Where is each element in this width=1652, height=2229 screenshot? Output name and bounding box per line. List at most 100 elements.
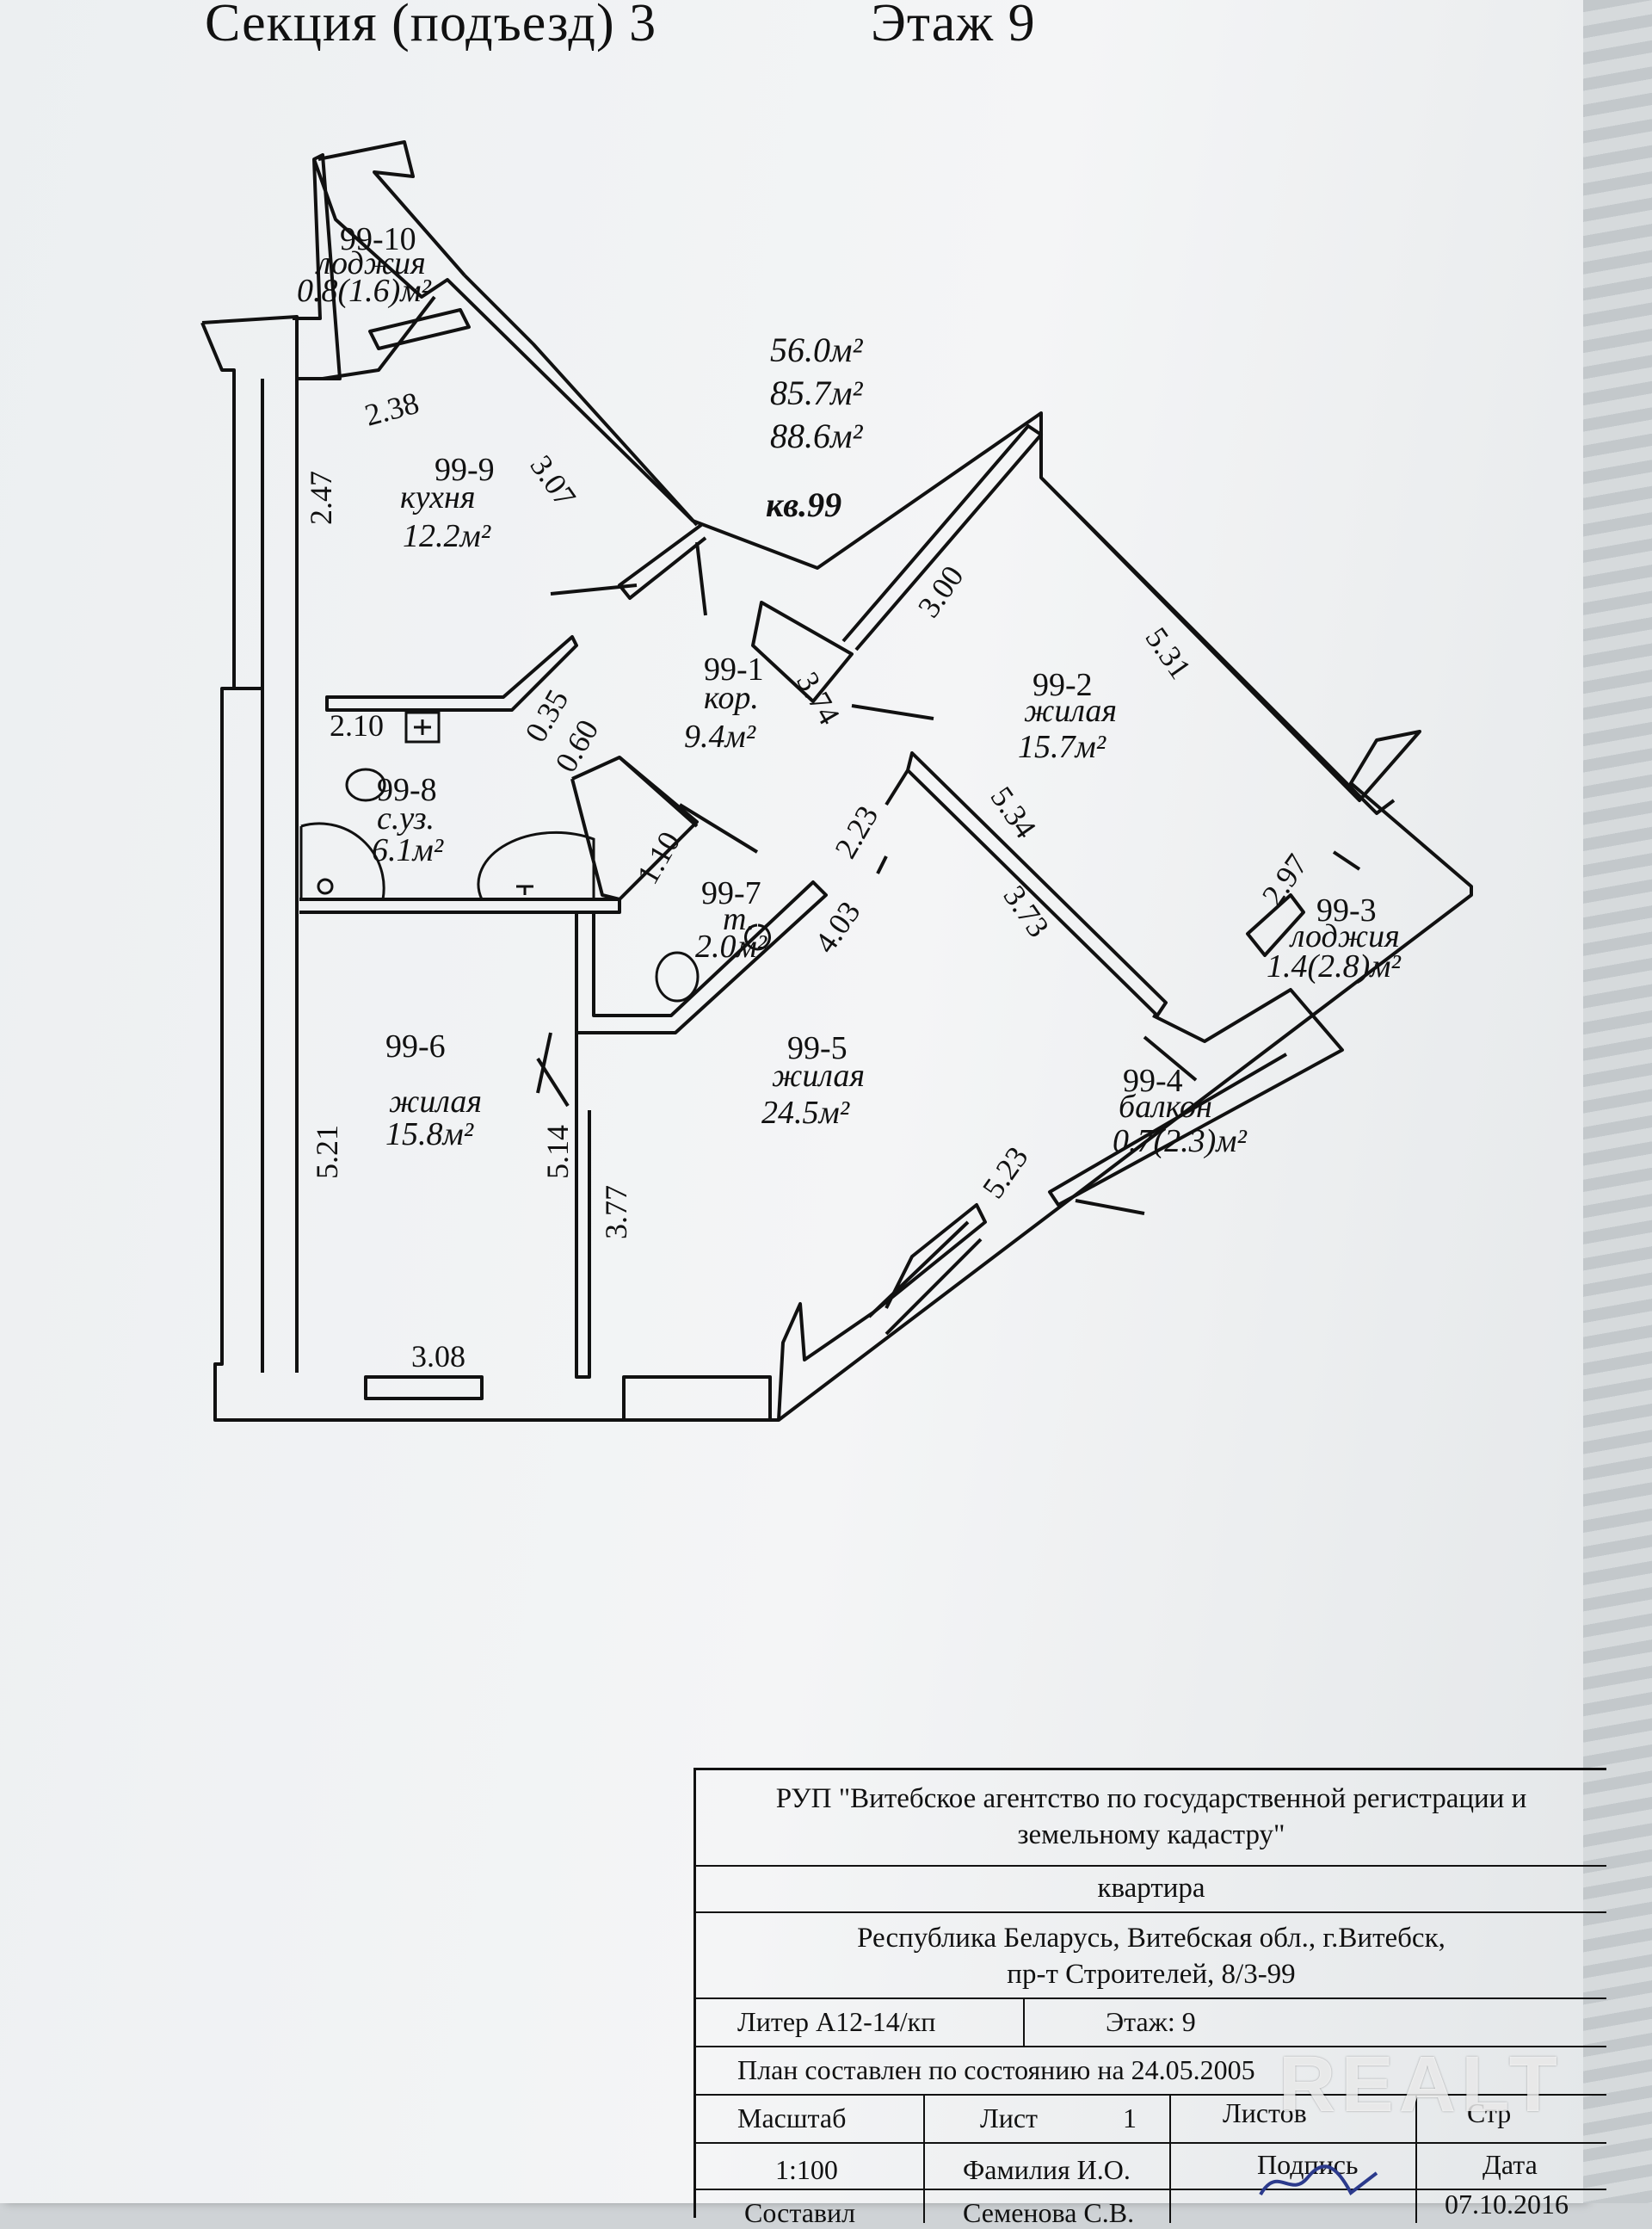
room-4-id: 99-4 bbox=[1123, 1063, 1183, 1099]
floor-plan: 56.0м² 85.7м² 88.6м² кв.99 99-10 лоджия … bbox=[200, 140, 1473, 1422]
address-line-2: пр-т Строителей, 8/3-99 bbox=[1007, 1959, 1296, 1990]
closet-wall bbox=[570, 756, 699, 901]
room6-door bbox=[536, 1057, 570, 1108]
room-3-name: лоджия bbox=[1289, 918, 1400, 954]
room-8-id: 99-8 bbox=[377, 772, 437, 808]
room-1-area: 9.4м² bbox=[684, 719, 756, 755]
dim-2-97: 2.97 bbox=[1255, 848, 1315, 912]
org-row: РУП "Витебское агентство по государствен… bbox=[696, 1770, 1606, 1867]
room-8-name: с.уз. bbox=[377, 800, 435, 837]
page-label: Стр bbox=[1467, 2097, 1512, 2128]
room-7-area: 2.0м² bbox=[695, 929, 767, 965]
header-section-label: Секция (подъезд) 3 bbox=[205, 0, 657, 52]
loggia-3 bbox=[1143, 850, 1361, 1082]
room-3-id: 99-3 bbox=[1316, 892, 1377, 929]
signature-row: 1:100 Фамилия И.О. Подпись Дата bbox=[696, 2142, 1606, 2190]
org-line-1: РУП "Витебское агентство по государствен… bbox=[775, 1783, 1527, 1814]
dim-5-14: 5.14 bbox=[540, 1125, 575, 1179]
kitchen-door bbox=[550, 523, 707, 616]
drain-icon bbox=[317, 878, 334, 895]
room2-wall bbox=[751, 424, 1043, 720]
area-with-summer: 88.6м² bbox=[770, 417, 864, 455]
sheet-row: Масштаб Лист 1 Листов Стр bbox=[696, 2094, 1606, 2144]
dim-3-00: 3.00 bbox=[911, 559, 971, 624]
address-line-1: Республика Беларусь, Витебская обл., г.В… bbox=[857, 1923, 1446, 1954]
inner-left-wall bbox=[234, 379, 299, 1373]
date-label: Дата bbox=[1482, 2149, 1538, 2180]
dim-3-73: 3.73 bbox=[996, 880, 1056, 944]
dim-5-21: 5.21 bbox=[310, 1125, 344, 1179]
room-2-name: жилая bbox=[1024, 693, 1117, 729]
room5-room6-wall bbox=[536, 1032, 591, 1379]
header-floor-label: Этаж 9 bbox=[871, 0, 1036, 52]
room-1-id: 99-1 bbox=[704, 651, 764, 688]
col-divider-3 bbox=[1415, 2094, 1417, 2223]
col-divider-1 bbox=[923, 2094, 925, 2223]
room5-wall-top bbox=[876, 751, 1168, 1017]
dim-3-77: 3.77 bbox=[599, 1185, 633, 1239]
dim-3-74: 3.74 bbox=[790, 666, 847, 731]
room-9-id: 99-9 bbox=[435, 452, 495, 488]
scale-value: 1:100 bbox=[775, 2154, 838, 2185]
sign-label: Подпись bbox=[1257, 2149, 1359, 2180]
dim-2-23: 2.23 bbox=[828, 800, 885, 864]
sink-icon bbox=[404, 711, 441, 744]
dim-5-34: 5.34 bbox=[983, 781, 1043, 845]
handwritten-signature bbox=[1259, 2164, 1378, 2196]
dim-2-10: 2.10 bbox=[330, 708, 384, 743]
room-7-name: т. bbox=[723, 901, 755, 937]
plan-state-row: План составлен по состоянию на 24.05.200… bbox=[696, 2046, 1606, 2096]
room-1-name: кор. bbox=[704, 680, 759, 716]
bath-sink-icon bbox=[477, 830, 595, 901]
object-row: квартира bbox=[696, 1865, 1606, 1913]
room-10-id: 99-10 bbox=[340, 221, 416, 257]
compiled-name: Семенова С.В. bbox=[963, 2197, 1135, 2228]
title-block: РУП "Витебское агентство по государствен… bbox=[693, 1768, 1606, 2228]
org-line-2: земельному кадастру" bbox=[1017, 1819, 1285, 1850]
liter: Литер А12-14/кп bbox=[737, 2006, 936, 2037]
room-9-name: кухня bbox=[400, 479, 476, 516]
dim-2-38: 2.38 bbox=[361, 386, 422, 433]
floor: Этаж: 9 bbox=[1106, 2006, 1196, 2037]
dim-5-23: 5.23 bbox=[976, 1140, 1035, 1205]
dim-5-31: 5.31 bbox=[1138, 621, 1198, 686]
dim-3-07: 3.07 bbox=[523, 449, 583, 514]
room-10-area: 0.8(1.6)м² bbox=[297, 273, 432, 309]
corridor-top-wall bbox=[325, 635, 578, 712]
room-4-area: 0.7(2.3)м² bbox=[1113, 1123, 1248, 1159]
bathtub-door-icon bbox=[299, 822, 385, 900]
kitchen-wall bbox=[297, 274, 699, 527]
sheet-label: Лист bbox=[980, 2102, 1039, 2133]
area-living: 56.0м² bbox=[770, 330, 864, 369]
window-bottom-mid bbox=[622, 1375, 772, 1422]
watermark-logo: REALT bbox=[1279, 2041, 1563, 2128]
room2-right-wall bbox=[1039, 476, 1396, 815]
room-5-id: 99-5 bbox=[787, 1030, 848, 1066]
toilet-icon bbox=[345, 768, 386, 802]
area-total: 85.7м² bbox=[770, 374, 864, 412]
scale-label: Масштаб bbox=[737, 2102, 847, 2133]
loggia-10-outline bbox=[317, 140, 466, 277]
date-value: 07.10.2016 bbox=[1445, 2189, 1569, 2220]
address-row: Республика Беларусь, Витебская обл., г.В… bbox=[696, 1911, 1606, 1999]
object-type: квартира bbox=[1097, 1873, 1205, 1904]
toilet2-icon bbox=[655, 951, 700, 1003]
compiled-row: Составил Семенова С.В. 07.10.2016 bbox=[696, 2189, 1606, 2228]
balcony-4 bbox=[1048, 988, 1344, 1215]
liter-row: Литер А12-14/кп Этаж: 9 bbox=[696, 1997, 1606, 2047]
room-2-id: 99-2 bbox=[1032, 667, 1093, 703]
outer-wall bbox=[200, 153, 1473, 1422]
col-divider-2 bbox=[1169, 2094, 1171, 2223]
window-diagonal bbox=[867, 1220, 983, 1336]
room-3-area: 1.4(2.8)м² bbox=[1267, 948, 1402, 985]
room-6-id: 99-6 bbox=[385, 1028, 446, 1065]
room-8-area: 6.1м² bbox=[372, 832, 444, 868]
room-2-area: 15.7м² bbox=[1018, 729, 1106, 765]
kitchen-window bbox=[368, 308, 471, 350]
plan-state: План составлен по состоянию на 24.05.200… bbox=[737, 2054, 1255, 2085]
col-divider-liter bbox=[1023, 1997, 1025, 2046]
room-6-area: 15.8м² bbox=[385, 1116, 474, 1152]
room-7-id: 99-7 bbox=[701, 875, 761, 911]
room-10-name: лоджия bbox=[315, 245, 426, 281]
background-edge bbox=[1583, 0, 1652, 2203]
